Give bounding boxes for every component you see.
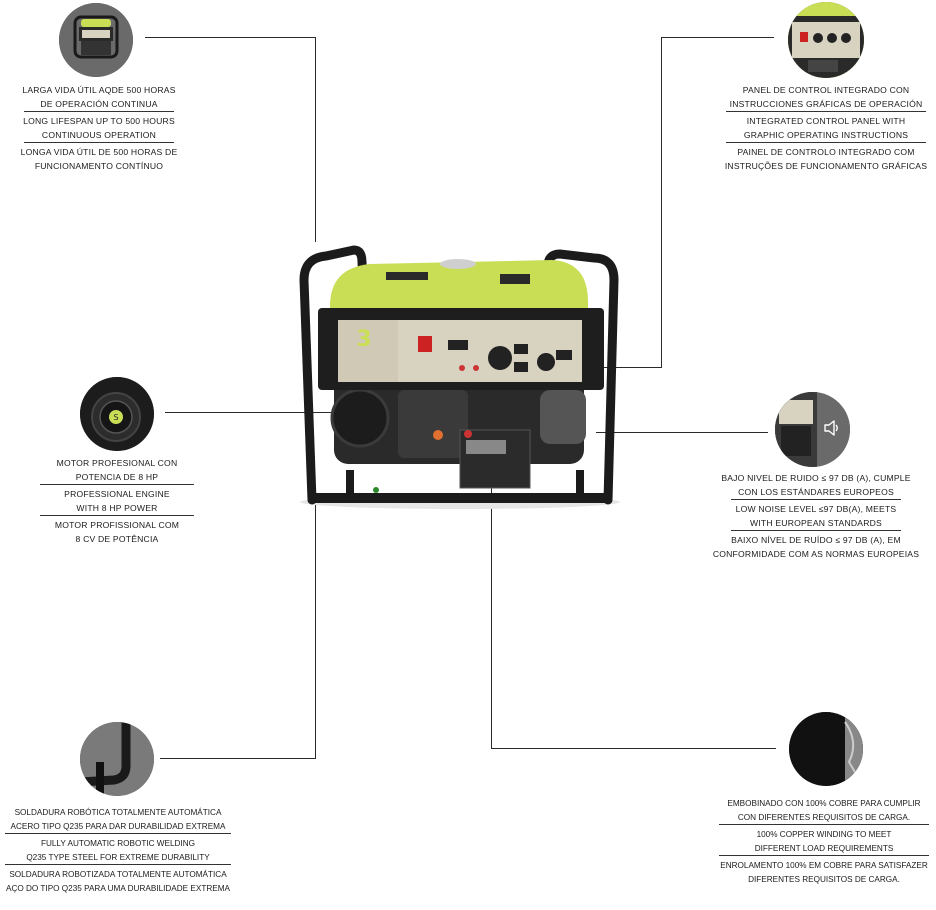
engine-pt-line2: 8 CV DE POTÊNCIA (75, 533, 159, 544)
engine-pt-line1: MOTOR PROFISSIONAL COM (54, 520, 180, 530)
noise-en-line1: LOW NOISE LEVEL ≤97 DB(A), MEETS (735, 504, 897, 514)
control-panel-es-line1: PANEL DE CONTROL INTEGRADO CON (742, 85, 910, 95)
svg-text:S: S (113, 413, 118, 422)
generator-image: 3 (290, 240, 630, 510)
lifespan-pt-line2: FUNCIONAMENTO CONTÍNUO (34, 160, 164, 171)
noise-es-line1: BAJO NIVEL DE RUIDO ≤ 97 DB (A), CUMPLE (721, 473, 911, 483)
lifespan-en-line1: LONG LIFESPAN UP TO 500 HOURS (23, 116, 175, 126)
connector-control-panel (588, 367, 662, 368)
welding-callout: SOLDADURA ROBÓTICA TOTALMENTE AUTOMÁTICA… (0, 806, 236, 895)
welding-pt-line1: SOLDADURA ROBOTIZADA TOTALMENTE AUTOMÁTI… (9, 870, 227, 879)
control-panel-es-line2: INSTRUCCIONES GRÁFICAS DE OPERACIÓN (729, 98, 923, 109)
noise-callout: BAJO NIVEL DE RUIDO ≤ 97 DB (A), CUMPLE … (706, 472, 926, 561)
engine-thumbnail: S (80, 377, 154, 451)
control-panel-en-line2: GRAPHIC OPERATING INSTRUCTIONS (743, 129, 909, 140)
lifespan-pt-line1: LONGA VIDA ÚTIL DE 500 HORAS DE (20, 147, 178, 157)
connector-engine (165, 412, 341, 413)
divider (5, 864, 231, 868)
copper-callout: EMBOBINADO CON 100% COBRE PARA CUMPLIR C… (712, 797, 936, 886)
lifespan-es-line1: LARGA VIDA ÚTIL AQDE 500 HORAS (22, 85, 176, 95)
welding-en-line2: Q235 TYPE STEEL FOR EXTREME DURABILITY (26, 852, 210, 862)
noise-thumbnail (775, 392, 850, 467)
control-panel-pt-line2: INSTRUÇÕES DE FUNCIONAMENTO GRÁFICAS (724, 160, 928, 171)
connector-lifespan (145, 37, 316, 38)
copper-pt-line1: ENROLAMENTO 100% EM COBRE PARA SATISFAZE… (720, 861, 928, 870)
welding-thumbnail (80, 722, 154, 796)
copper-es-line1: EMBOBINADO CON 100% COBRE PARA CUMPLIR (727, 799, 921, 808)
copper-en-line1: 100% COPPER WINDING TO MEET (756, 830, 892, 839)
noise-pt-line1: BAIXO NÍVEL DE RUÍDO ≤ 97 DB (A), EM (731, 535, 901, 545)
engine-callout: MOTOR PROFESIONAL CON POTENCIA DE 8 HP P… (32, 457, 202, 546)
divider (719, 855, 929, 859)
control-panel-en-line1: INTEGRATED CONTROL PANEL WITH (746, 116, 906, 126)
control-panel-thumbnail (788, 2, 864, 78)
lifespan-thumbnail (59, 3, 133, 77)
divider (719, 824, 929, 828)
copper-en-line2: DIFFERENT LOAD REQUIREMENTS (754, 843, 894, 853)
connector-lifespan (315, 37, 316, 242)
connector-welding (315, 500, 316, 759)
divider (731, 499, 901, 503)
connector-noise (596, 432, 768, 433)
divider (24, 142, 174, 146)
connector-copper (491, 748, 776, 749)
engine-en-line2: WITH 8 HP POWER (76, 502, 158, 513)
connector-welding (160, 758, 316, 759)
noise-es-line2: CON LOS ESTÁNDARES EUROPEOS (738, 486, 894, 497)
copper-es-line2: CON DIFERENTES REQUISITOS DE CARGA. (737, 812, 911, 822)
welding-es-line2: ACERO TIPO Q235 PARA DAR DURABILIDAD EXT… (10, 821, 226, 831)
engine-es-line1: MOTOR PROFESIONAL CON (56, 458, 178, 468)
connector-control-panel (662, 37, 774, 38)
welding-es-line1: SOLDADURA ROBÓTICA TOTALMENTE AUTOMÁTICA (14, 808, 222, 817)
control-panel-pt-line1: PAINEL DE CONTROLO INTEGRADO COM (737, 147, 915, 157)
noise-pt-line2: CONFORMIDADE COM AS NORMAS EUROPEIAS (712, 548, 920, 559)
connector-copper (491, 460, 492, 749)
divider (40, 515, 194, 519)
divider (731, 530, 901, 534)
lifespan-callout: LARGA VIDA ÚTIL AQDE 500 HORAS DE OPERAC… (4, 84, 194, 173)
copper-pt-line2: DIFERENTES REQUISITOS DE CARGA. (748, 874, 900, 884)
engine-es-line2: POTENCIA DE 8 HP (75, 471, 159, 482)
lifespan-es-line2: DE OPERACIÓN CONTINUA (40, 98, 158, 109)
svg-text:3: 3 (356, 327, 371, 352)
connector-control-panel (661, 37, 662, 368)
divider (726, 142, 926, 146)
divider (24, 111, 174, 115)
engine-en-line1: PROFESSIONAL ENGINE (64, 489, 170, 499)
control-panel-callout: PANEL DE CONTROL INTEGRADO CON INSTRUCCI… (720, 84, 932, 173)
speaker-icon (823, 419, 841, 437)
copper-thumbnail (789, 712, 863, 786)
welding-en-line1: FULLY AUTOMATIC ROBOTIC WELDING (40, 839, 196, 848)
divider (726, 111, 926, 115)
welding-pt-line2: AÇO DO TIPO Q235 PARA UMA DURABILIDADE E… (6, 883, 230, 893)
noise-en-line2: WITH EUROPEAN STANDARDS (750, 517, 882, 528)
lifespan-en-line2: CONTINUOUS OPERATION (41, 129, 157, 140)
divider (5, 833, 231, 837)
divider (40, 484, 194, 488)
